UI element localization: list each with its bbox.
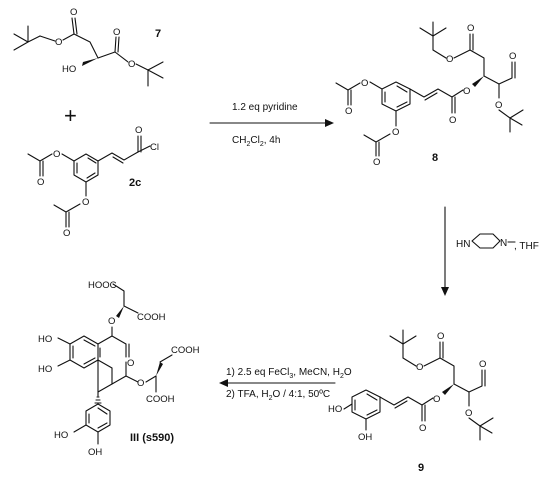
compound-2c-o-acyl-2: O xyxy=(63,228,70,239)
compound-8-o-carbonyl-right: O xyxy=(509,51,516,62)
compound-7-o-carbonyl-right: O xyxy=(113,27,120,38)
compound-8-o-acyl-2: O xyxy=(373,157,380,168)
compound-9-o-carbonyl-top: O xyxy=(437,331,444,342)
compound-2c-cl-label: Cl xyxy=(150,142,159,153)
compound-III-cooh-top: COOH xyxy=(137,312,166,323)
compound-2c-structure: O Cl O O O O 2c xyxy=(27,125,159,239)
compound-2c-o-ester-1: O xyxy=(53,149,60,160)
compound-7-structure: O O HO O O 7 xyxy=(13,7,164,87)
compound-7-o-carbonyl-left: O xyxy=(70,7,77,18)
step2-reagent-piperazine: HN N , THF xyxy=(456,233,539,252)
compound-8-o-ester-ac2: O xyxy=(392,127,399,138)
compound-2c-o-acyl-1: O xyxy=(37,177,44,188)
compound-7-ho-label: HO xyxy=(62,64,76,75)
compound-8-structure: O O O O O O O O O O 8 xyxy=(335,21,524,168)
reaction-arrow-step3 xyxy=(219,379,336,387)
compound-8-o-carbonyl-top: O xyxy=(467,23,474,34)
compound-III-hooc-label: HOOC xyxy=(88,280,117,291)
compound-9-o-carbonyl-cinnamoyl: O xyxy=(419,423,426,434)
compound-9-o-ester-mid: O xyxy=(433,394,440,405)
step2-amine-nh: HN xyxy=(456,239,470,250)
compound-9-ho-top: HO xyxy=(328,404,342,415)
compound-III-ho-1: HO xyxy=(38,334,52,345)
compound-8-o-ester-top: O xyxy=(446,54,453,65)
compound-III-cooh-mid-top: COOH xyxy=(171,345,200,356)
plus-sign: + xyxy=(64,103,77,128)
compound-III-structure: HOOC COOH O O O COOH COOH HO HO xyxy=(38,280,200,458)
step1-condition-line2: CH2Cl2, 4h xyxy=(232,135,280,148)
compound-III-o-ester-mid: O xyxy=(137,378,144,389)
compound-8-number: 8 xyxy=(432,152,438,164)
step2-solvent: , THF xyxy=(514,241,539,252)
compound-8-o-carbonyl-cinnamoyl: O xyxy=(449,115,456,126)
compound-2c-number: 2c xyxy=(129,177,141,189)
compound-8-o-ester-ac1: O xyxy=(361,78,368,89)
compound-III-ho-2: HO xyxy=(38,364,52,375)
compound-7-o-ester-left: O xyxy=(55,37,62,48)
compound-9-ho-bottom: OH xyxy=(358,432,372,443)
compound-9-o-ester-top: O xyxy=(416,362,423,373)
compound-III-number: III (s590) xyxy=(130,432,174,444)
compound-2c-o-ester-2: O xyxy=(82,197,89,208)
compound-2c-o-carbonyl: O xyxy=(135,125,142,136)
step2-amine-n: N xyxy=(500,238,507,249)
compound-III-ho-3: HO xyxy=(54,430,68,441)
compound-9-o-ester-right: O xyxy=(465,408,472,419)
step3-condition-line1: 1) 2.5 eq FeCl3, MeCN, H2O xyxy=(226,367,352,380)
compound-9-o-carbonyl-right: O xyxy=(479,359,486,370)
compound-9-structure: O O O O O O HO OH 9 xyxy=(328,329,494,474)
compound-III-cooh-mid-bottom: COOH xyxy=(146,394,175,405)
compound-III-oh-4: OH xyxy=(88,447,102,458)
compound-8-o-ester-right: O xyxy=(495,100,502,111)
compound-8-o-ester-mid: O xyxy=(463,86,470,97)
compound-III-o-carbonyl-top: O xyxy=(127,358,134,369)
reaction-arrow-step2 xyxy=(441,206,449,296)
step1-condition-line1: 1.2 eq pyridine xyxy=(232,102,298,113)
compound-III-o-ester-top: O xyxy=(108,316,115,327)
compound-9-number: 9 xyxy=(418,462,424,474)
compound-7-number: 7 xyxy=(155,28,161,40)
compound-8-o-acyl-1: O xyxy=(345,106,352,117)
step3-condition-line2: 2) TFA, H2O / 4:1, 50ºC xyxy=(226,389,330,402)
reaction-arrow-step1 xyxy=(209,119,334,127)
compound-7-o-ester-right: O xyxy=(128,59,135,70)
